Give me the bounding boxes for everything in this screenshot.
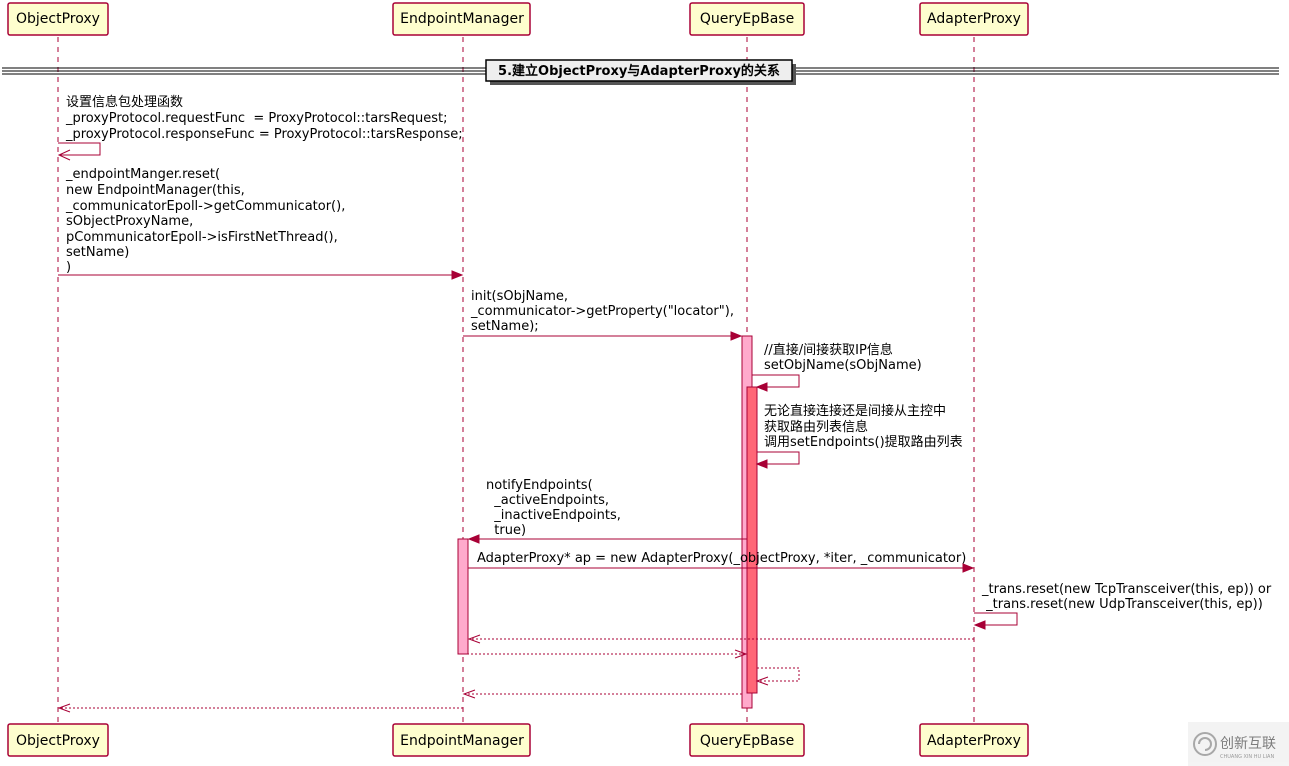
message-line: _activeEndpoints, — [486, 493, 609, 508]
activation-endpointmanager — [457, 538, 469, 655]
message-line: _proxyProtocol.responseFunc = ProxyProto… — [65, 127, 463, 142]
message-line: 获取路由列表信息 — [764, 419, 868, 435]
message-line: setName); — [471, 319, 539, 334]
participant-objectproxy-bottom: ObjectProxy — [7, 723, 109, 757]
message-line: _proxyProtocol.requestFunc = ProxyProtoc… — [65, 111, 448, 126]
participant-endpointmanager-bottom: EndpointManager — [392, 723, 531, 757]
participant-label: QueryEpBase — [700, 733, 794, 749]
watermark-text: 创新互联 — [1220, 736, 1276, 752]
message-line: _communicator->getProperty("locator"), — [470, 304, 734, 319]
message-line: //直接/间接获取IP信息 — [764, 342, 893, 358]
participant-queryepbase-bottom: QueryEpBase — [689, 723, 805, 757]
return-endpointmanager-to-queryepbase — [463, 649, 748, 659]
divider-label: 5.建立ObjectProxy与AdapterProxy的关系 — [498, 63, 780, 79]
section-divider: 5.建立ObjectProxy与AdapterProxy的关系 — [2, 59, 1279, 85]
watermark-logo: 创新互联 CHUANG XIN HU LIAN — [1188, 722, 1289, 766]
participant-label: AdapterProxy — [927, 733, 1021, 749]
participant-queryepbase-top: QueryEpBase — [689, 2, 805, 36]
message-set-obj-name: //直接/间接获取IP信息 setObjName(sObjName) — [752, 342, 922, 392]
message-line: _inactiveEndpoints, — [486, 508, 621, 523]
participant-endpointmanager-top: EndpointManager — [392, 2, 531, 36]
participant-adapterproxy-bottom: AdapterProxy — [919, 723, 1029, 757]
participant-label: EndpointManager — [400, 733, 524, 749]
message-init: init(sObjName, _communicator->getPropert… — [463, 289, 743, 341]
message-line: setObjName(sObjName) — [764, 358, 922, 373]
participant-label: ObjectProxy — [16, 733, 100, 749]
return-endpointmanager-to-objectproxy — [57, 703, 463, 713]
message-line: 无论直接连接还是间接从主控中 — [764, 403, 946, 419]
participant-label: ObjectProxy — [16, 11, 100, 27]
participant-adapterproxy-top: AdapterProxy — [919, 2, 1029, 36]
message-line: setName) — [66, 245, 129, 260]
message-trans-reset: _trans.reset(new TcpTransceiver(this, ep… — [973, 582, 1272, 630]
message-line: _trans.reset(new TcpTransceiver(this, ep… — [981, 582, 1272, 597]
return-adapterproxy-to-endpointmanager — [467, 634, 974, 644]
message-line: new EndpointManager(this, — [66, 183, 245, 198]
participant-label: QueryEpBase — [700, 11, 794, 27]
message-line: 设置信息包处理函数 — [66, 94, 183, 110]
message-line: 调用setEndpoints()提取路由列表 — [764, 434, 963, 450]
message-line: AdapterProxy* ap = new AdapterProxy(_obj… — [477, 551, 966, 566]
message-endpointmanager-reset: _endpointManger.reset( new EndpointManag… — [58, 167, 464, 280]
message-line: notifyEndpoints( — [486, 478, 593, 493]
message-line: _endpointManger.reset( — [65, 167, 220, 182]
watermark-subtext: CHUANG XIN HU LIAN — [1220, 754, 1274, 760]
message-notify-endpoints: notifyEndpoints( _activeEndpoints, _inac… — [467, 478, 747, 544]
return-self-queryepbase — [755, 667, 800, 686]
message-line: ) — [66, 260, 71, 275]
message-set-protocol-funcs: 设置信息包处理函数 _proxyProtocol.requestFunc = P… — [57, 94, 463, 161]
logo-icon — [1193, 732, 1217, 756]
participant-label: AdapterProxy — [927, 11, 1021, 27]
participant-objectproxy-top: ObjectProxy — [7, 2, 109, 36]
message-line: init(sObjName, — [471, 289, 568, 304]
message-line: _trans.reset(new UdpTransceiver(this, ep… — [982, 597, 1263, 612]
message-new-adapterproxy: AdapterProxy* ap = new AdapterProxy(_obj… — [468, 551, 975, 573]
message-set-endpoints: 无论直接连接还是间接从主控中 获取路由列表信息 调用setEndpoints()… — [755, 403, 963, 469]
message-line: true) — [486, 523, 526, 538]
message-line: sObjectProxyName, — [66, 214, 193, 229]
message-line: pCommunicatorEpoll->isFirstNetThread(), — [66, 230, 338, 245]
activation-queryepbase-inner — [746, 386, 758, 694]
return-queryepbase-to-endpointmanager — [462, 689, 742, 699]
message-line: _communicatorEpoll->getCommunicator(), — [65, 199, 345, 214]
participant-label: EndpointManager — [400, 11, 524, 27]
